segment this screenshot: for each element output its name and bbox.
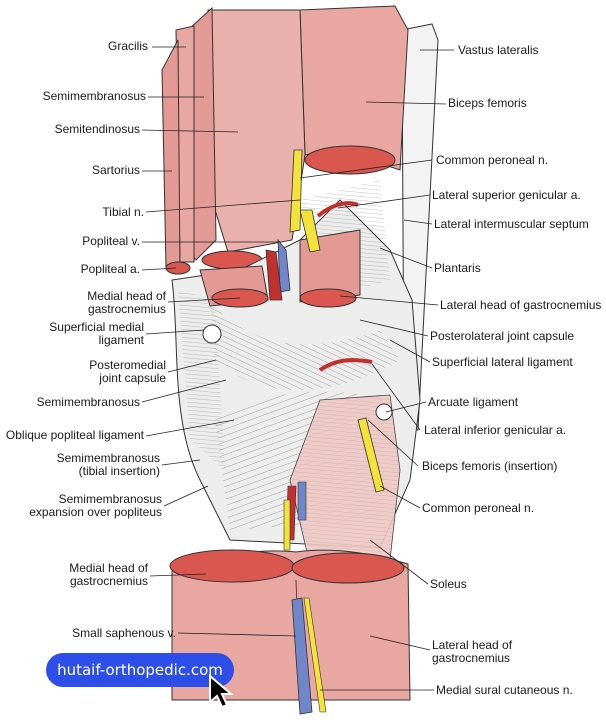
popliteal-vein (277, 238, 291, 293)
label-common-peroneal-top: Common peroneal n. (436, 153, 549, 167)
label-semimembranosus-tibial: Semimembranosus (tibial insertion) (56, 451, 160, 478)
small-saphenous-vein (291, 597, 313, 715)
label-lateral-superior-genicular: Lateral superior genicular a. (432, 188, 581, 202)
mouse-pointer-icon (209, 674, 234, 709)
label-lateral-head-gastroc-top: Lateral head of gastrocnemius (440, 298, 602, 312)
popliteal-artery (265, 249, 283, 301)
label-oblique-popliteal-ligament: Oblique popliteal ligament (5, 428, 144, 442)
label-semimembranosus-mid: Semimembranosus (36, 395, 140, 409)
label-superficial-medial-ligament: Superficial medial ligament (49, 320, 144, 347)
medial-sural-nerve (303, 597, 327, 713)
label-medial-head-gastroc-top: Medial head of gastrocnemius (87, 289, 166, 316)
label-semimembranosus-top: Semimembranosus (42, 89, 146, 103)
sartorius-muscle (161, 39, 181, 269)
lateral-inferior-genicular-artery (318, 358, 373, 372)
biceps-cut-end (304, 145, 396, 175)
label-lateral-intermuscular-septum: Lateral intermuscular septum (434, 217, 589, 231)
biceps-femoris-muscle (299, 5, 409, 171)
gracilis-cut-end (165, 261, 191, 275)
label-tibial-n: Tibial n. (102, 205, 144, 219)
medial-gastroc-cut-bottom (169, 549, 295, 583)
label-small-saphenous-v: Small saphenous v. (72, 626, 176, 640)
arcuate-ring (375, 403, 393, 421)
label-lateral-inferior-genicular: Lateral inferior genicular a. (424, 423, 567, 437)
lower-tibial-nerve (283, 499, 291, 551)
leader-lines-left (141, 46, 301, 637)
oblique-ligament-fibers (210, 300, 400, 390)
label-gracilis: Gracilis (107, 39, 148, 53)
label-common-peroneal-bottom: Common peroneal n. (422, 501, 535, 515)
label-posterolateral-capsule: Posterolateral joint capsule (430, 329, 575, 343)
label-lateral-head-gastroc-bottom: Lateral head of gastrocnemius (432, 638, 513, 665)
label-semitendinosus: Semitendinosus (54, 122, 140, 136)
tibial-nerve (299, 209, 321, 253)
watermark-link-button[interactable]: hutaif-orthopedic.com (46, 653, 234, 687)
soleus-fibers (290, 395, 400, 565)
lateral-gastroc-cut-top (299, 288, 357, 308)
lower-popliteal-vein (297, 481, 307, 521)
medial-ligament-ring (202, 324, 222, 344)
lateral-gastroc-cut-bottom (291, 552, 405, 584)
label-soleus: Soleus (430, 577, 467, 591)
label-popliteal-a: Popliteal a. (80, 262, 140, 276)
label-semimembranosus-expansion: Semimembranosus expansion over popliteus (29, 492, 162, 519)
label-plantaris: Plantaris (434, 261, 481, 275)
label-popliteal-v: Popliteal v. (82, 234, 140, 248)
label-biceps-femoris-insertion: Biceps femoris (insertion) (422, 459, 558, 473)
common-peroneal-nerve-lower (357, 417, 385, 493)
label-biceps-femoris: Biceps femoris (448, 96, 527, 110)
leader-lines-right (299, 49, 454, 691)
label-sartorius: Sartorius (91, 163, 140, 177)
label-vastus-lateralis: Vastus lateralis (458, 43, 539, 57)
label-superficial-lateral-ligament: Superficial lateral ligament (432, 355, 573, 369)
label-medial-head-gastroc-bottom: Medial head of gastrocnemius (69, 561, 148, 588)
lateral-superior-genicular-artery (316, 201, 359, 218)
label-arcuate-ligament: Arcuate ligament (428, 395, 519, 409)
label-posteromedial-capsule: Posteromedial joint capsule (89, 358, 166, 385)
common-peroneal-nerve-upper (289, 149, 303, 233)
label-medial-sural-cutaneous: Medial sural cutaneous n. (436, 683, 573, 697)
